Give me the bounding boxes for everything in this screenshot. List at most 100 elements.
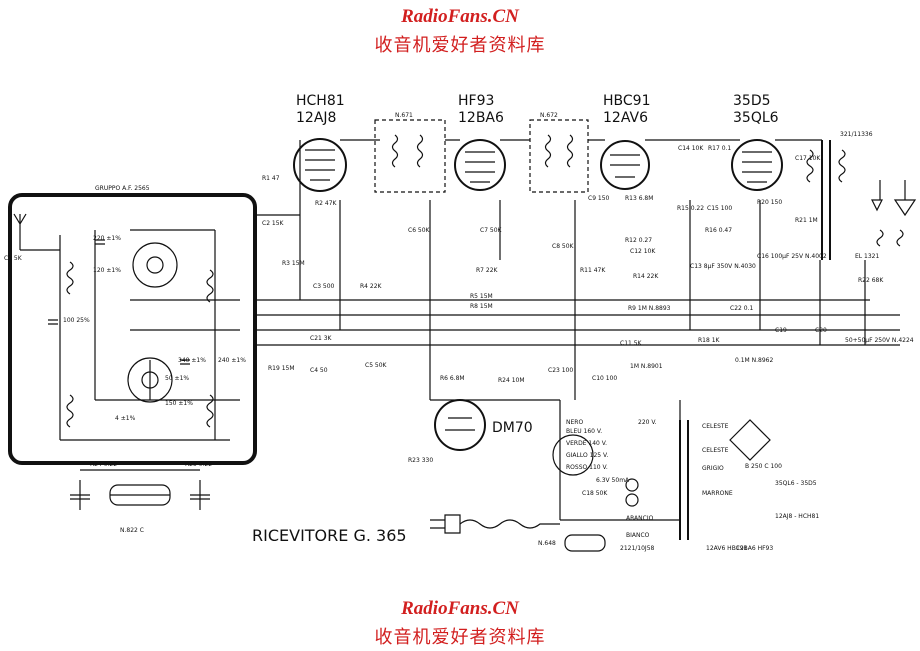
c2-label: C2 15K (262, 220, 285, 227)
c100-label: 100 25% (63, 317, 90, 324)
c120-label: 120 ±1% (93, 267, 121, 274)
r12-label: R12 0.27 (625, 237, 652, 244)
r2-label: R2 47K (315, 200, 338, 207)
r24-label: R24 10M (498, 377, 525, 384)
tube-hch81-symbol (293, 138, 347, 192)
r9-label: R9 1M N.8893 (628, 305, 671, 312)
r16-label: R16 0.47 (705, 227, 732, 234)
watermark-title-top: RadioFans.CN (401, 6, 519, 27)
r25-low-label: R25 0.22 (185, 461, 212, 468)
c15-label: C15 100 (707, 205, 732, 212)
r8-label: R8 15M (470, 303, 493, 310)
v-nero: NERO (566, 419, 583, 426)
r1-label: R1 47 (262, 175, 280, 182)
fuse-icon (564, 534, 606, 552)
grigio-label: GRIGIO (702, 465, 724, 472)
c4-cap-label: C4 50 (310, 367, 328, 374)
mains-plug-icon (430, 514, 560, 534)
celeste2-label: CELESTE (702, 447, 729, 454)
c1-label: C1 5K (4, 255, 23, 262)
heater3-label: 12AV6 HBC91 (706, 545, 748, 552)
heater1-label: 35QL6 - 35D5 (775, 480, 817, 487)
if-transformer-2 (529, 119, 589, 193)
c14-label: C14 10K (678, 145, 704, 152)
tuning-tube-name: DM70 (492, 420, 533, 436)
c4-label: 4 ±1% (115, 415, 136, 422)
c5-label: C5 50K (365, 362, 388, 369)
c11-label: C11 5K (620, 340, 643, 347)
tube4-name: 35D5 (733, 93, 771, 109)
el-label: EL 1321 (855, 253, 879, 260)
r4-label: R4 22K (360, 283, 383, 290)
c19-label: C19 (775, 327, 787, 334)
v-giallo: GIALLO 125 V. (566, 452, 608, 459)
ifs1-label: N.671 (395, 112, 413, 119)
r11-label: R11 47K (580, 267, 606, 274)
c16-label: C16 100μF 25V N.4002 (757, 253, 827, 260)
watermark-subtitle-bottom: 收音机爱好者资料库 (374, 627, 546, 648)
heater4-label: 12BA6 HF93 (736, 545, 773, 552)
c21-label: C21 3K (310, 335, 333, 342)
r5-label: R5 15M (470, 293, 493, 300)
tube-35d5-symbol (731, 139, 783, 191)
c340-label: 340 ±1% (178, 357, 206, 364)
output-transformer (806, 140, 846, 260)
v63-label: 6.3V 50mA (596, 477, 630, 484)
c12-label: C12 10K (630, 248, 656, 255)
r13-label: R13 6.8M (625, 195, 653, 202)
tube3-name: HBC91 (603, 93, 650, 109)
tube1-alt: 12AJ8 (296, 110, 336, 126)
receiver-title: RICEVITORE G. 365 (252, 526, 407, 545)
r22-label: R22 68K (858, 277, 884, 284)
c22-label: C22 0.1 (730, 305, 753, 312)
main-wiring (255, 139, 900, 521)
tube-dm70-symbol (434, 399, 486, 451)
c9-label: C9 150 (588, 195, 610, 202)
rf-internal-wiring (20, 229, 240, 441)
r21-label: R21 1M (795, 217, 818, 224)
tube-hbc91-symbol (600, 140, 650, 190)
r19-label: R19 15M (268, 365, 295, 372)
serial-label: 2121/10J58 (620, 545, 655, 552)
c17-label: C17 10K (795, 155, 821, 162)
r3-label: R3 15M (282, 260, 305, 267)
arancio-label: ARANCIO (626, 515, 654, 522)
speaker-icon (871, 180, 917, 247)
c23-label: C23 100 (548, 367, 573, 374)
celeste1-label: CELESTE (702, 423, 729, 430)
r23-label: R23 330 (408, 457, 433, 464)
r15-label: R15 0.22 (677, 205, 704, 212)
rf-group-label: GRUPPO A.F. 2565 (95, 185, 150, 192)
c150-label: 150 ±1% (165, 400, 193, 407)
r18-label: R18 1K (698, 337, 721, 344)
c3-label: C3 500 (313, 283, 335, 290)
v220-label: 220 V. (638, 419, 657, 426)
watermark-title-bottom: RadioFans.CN (401, 598, 519, 619)
tube2-alt: 12BA6 (458, 110, 504, 126)
v-bleu: BLEU 160 V. (566, 428, 602, 435)
output-xfmr-label: 321/11336 (840, 131, 873, 138)
if-transformer-1 (374, 119, 446, 193)
c240-label: 240 ±1% (218, 357, 246, 364)
r7-label: R7 22K (476, 267, 499, 274)
rect-label: B 250 C 100 (745, 463, 782, 470)
c8-label: C8 50K (552, 243, 575, 250)
heater2-label: 12AJ8 - HCH81 (775, 513, 819, 520)
ifs2-label: N.672 (540, 112, 558, 119)
cap-big-label: 50+50μF 250V N.4224 (845, 337, 914, 344)
trimmer-section (70, 469, 210, 510)
c13-label: C13 8μF 350V N.4030 (690, 263, 756, 270)
c10-label: C10 100 (592, 375, 617, 382)
n648-label: N.648 (538, 540, 556, 547)
tube4-alt: 35QL6 (733, 110, 779, 126)
c18-label: C18 50K (582, 490, 608, 497)
antenna-icon (13, 213, 27, 250)
c6-label: C6 50K (408, 227, 431, 234)
r14-label: R14 22K (633, 273, 659, 280)
rf-group-box (8, 193, 257, 465)
c220-label: 220 ±1% (93, 235, 121, 242)
bianco-label: BIANCO (626, 532, 650, 539)
c7-label: C7 50K (480, 227, 503, 234)
r6-label: R6 6.8M (440, 375, 465, 382)
